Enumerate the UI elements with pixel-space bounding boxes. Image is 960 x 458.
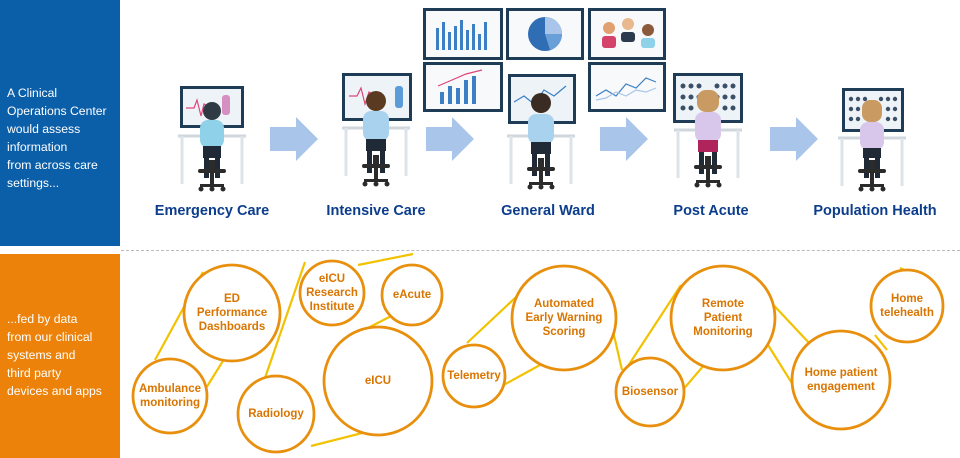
bubble-automated-early-warning-scoring	[510, 264, 618, 372]
bubble-ed-performance-dashboards	[182, 263, 282, 363]
arrow-icon	[270, 117, 318, 161]
bubble-radiology	[236, 374, 316, 454]
arrow-icon	[600, 117, 648, 161]
bubble-label-remote-patient-monitoring: Remote Patient Monitoring	[693, 298, 753, 338]
stage-label-population-health: Population Health	[813, 203, 937, 219]
bubble-label-ambulance-monitoring: Ambulance monitoring	[139, 383, 201, 409]
bubble-home-patient-engagement	[790, 329, 892, 431]
video-wall	[423, 8, 666, 112]
operator-icon	[363, 91, 389, 173]
bubble-label-eacute: eAcute	[392, 289, 432, 301]
bubble-eacute	[380, 263, 444, 327]
station-post-acute	[672, 73, 744, 188]
operator-icon	[860, 100, 884, 178]
station-intensive-care	[340, 73, 412, 187]
bubble-label-eicu: eICU	[364, 375, 392, 387]
station-general-ward	[423, 8, 666, 190]
station-population-health	[836, 88, 908, 192]
bubble-label-radiology: Radiology	[248, 408, 304, 420]
operator-icon	[200, 102, 224, 178]
bubble-label-biosensor: Biosensor	[621, 386, 679, 398]
bubble-eicu	[322, 325, 434, 437]
bubble-label-ed-performance-dashboards: ED Performance Dashboards	[196, 293, 268, 333]
stage-label-intensive-care: Intensive Care	[326, 203, 426, 219]
bubble-label-telemetry: Telemetry	[447, 370, 501, 382]
station-emergency-care	[176, 86, 248, 192]
bubble-telemetry	[441, 343, 507, 409]
top-panel: A Clinical Operations Center would asses…	[0, 0, 120, 246]
bubble-home-telehealth	[869, 268, 945, 344]
top-panel-text: A Clinical Operations Center would asses…	[7, 86, 107, 190]
stage-arrows	[270, 117, 818, 161]
operator-icon	[695, 90, 721, 174]
bubbles	[131, 259, 945, 454]
stage-label-emergency-care: Emergency Care	[154, 203, 270, 219]
bottom-panel: ...fed by data from our clinical systems…	[0, 254, 120, 458]
bubble-label-automated-early-warning-scoring: Automated Early Warning Scoring	[525, 298, 603, 338]
bubble-ambulance-monitoring	[131, 357, 209, 435]
bottom-panel-text: ...fed by data from our clinical systems…	[7, 312, 102, 398]
bubble-remote-patient-monitoring	[669, 264, 777, 372]
bubble-eicu-research-institute	[298, 259, 366, 327]
stage-label-post-acute: Post Acute	[673, 203, 749, 219]
section-divider	[121, 250, 960, 251]
arrow-icon	[770, 117, 818, 161]
bubble-label-home-patient-engagement: Home patient engagement	[804, 367, 878, 393]
bubble-label-home-telehealth: Home telehealth	[880, 293, 934, 319]
bubble-label-eicu-research-institute: eICU Research Institute	[306, 273, 358, 313]
bubble-biosensor	[614, 356, 686, 428]
operator-icon	[528, 93, 554, 176]
stage-label-general-ward: General Ward	[501, 203, 595, 219]
arrow-icon	[426, 117, 474, 161]
